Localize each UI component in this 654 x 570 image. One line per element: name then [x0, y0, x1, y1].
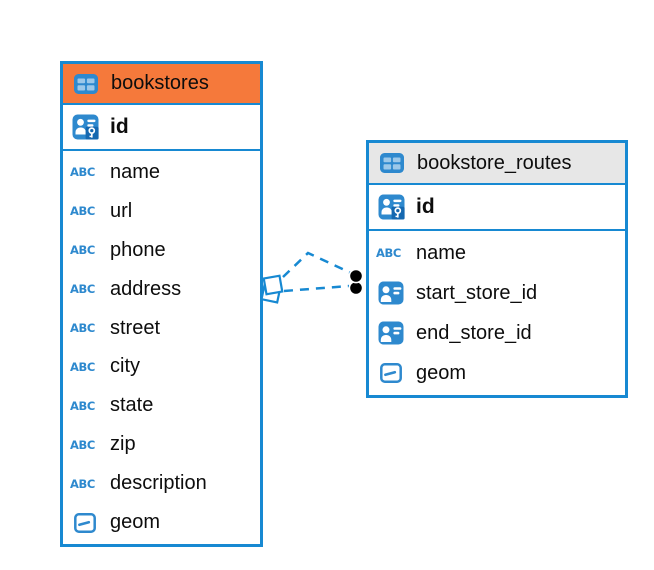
svg-text:ABC: ABC: [70, 477, 95, 491]
svg-text:ABC: ABC: [70, 360, 95, 374]
field-name: address: [110, 277, 182, 300]
table-icon: [70, 73, 102, 95]
field-row[interactable]: ABC: [63, 270, 260, 309]
field-row[interactable]: ABC: [369, 353, 625, 393]
table-bookstores[interactable]: bookstores id: [60, 61, 263, 547]
field-name: name: [416, 241, 467, 264]
id-card-reference-icon: [378, 321, 404, 345]
field-row[interactable]: ABC: [63, 153, 260, 192]
pk-row-bookstores-id[interactable]: id: [63, 105, 260, 151]
table-bookstore-routes-header[interactable]: bookstore_routes: [369, 143, 625, 185]
field-row[interactable]: ABC: [369, 273, 625, 313]
svg-text:ABC: ABC: [70, 243, 95, 257]
svg-text:ABC: ABC: [70, 204, 95, 218]
abc-text-field-icon: ABC: [70, 204, 100, 218]
field-name: state: [110, 394, 154, 417]
table-name: bookstores: [111, 72, 209, 94]
abc-text-field-icon: ABC: [70, 282, 100, 296]
field-list-bookstore-routes: ABC: [369, 231, 625, 395]
abc-text-field-icon: ABC: [70, 399, 100, 413]
svg-text:ABC: ABC: [70, 399, 95, 413]
abc-text-field-icon: ABC: [70, 321, 100, 335]
field-name: url: [110, 199, 133, 222]
field-row[interactable]: ABC: [63, 464, 260, 503]
abc-text-field-icon: ABC: [70, 360, 100, 374]
field-name: description: [110, 472, 207, 495]
pk-field-name: id: [416, 195, 435, 218]
abc-text-field-icon: ABC: [70, 477, 100, 491]
field-row[interactable]: ABC: [369, 233, 625, 273]
table-bookstore-routes[interactable]: bookstore_routes id: [366, 140, 628, 398]
field-name: start_store_id: [416, 281, 538, 304]
relationship-line-lower: [283, 284, 350, 293]
field-row[interactable]: ABC: [63, 425, 260, 464]
svg-text:ABC: ABC: [70, 165, 95, 179]
svg-text:ABC: ABC: [376, 246, 401, 260]
abc-text-field-icon: ABC: [376, 246, 406, 260]
svg-text:ABC: ABC: [70, 282, 95, 296]
stacked-squares-marker: [260, 274, 284, 304]
field-name: geom: [110, 511, 161, 534]
primary-key-id-icon: [69, 114, 101, 140]
double-black-dot-marker: [348, 268, 364, 296]
relationship-line-upper: [282, 251, 352, 278]
pk-field-name: id: [110, 115, 129, 138]
table-bookstores-header[interactable]: bookstores: [63, 64, 260, 105]
field-row[interactable]: ABC: [369, 313, 625, 353]
field-row[interactable]: ABC: [63, 192, 260, 231]
field-name: street: [110, 316, 161, 339]
field-name: name: [110, 160, 161, 183]
table-icon: [376, 152, 408, 174]
field-row[interactable]: ABC: [63, 231, 260, 270]
primary-key-id-icon: [375, 194, 407, 220]
geometry-field-icon: [380, 363, 402, 383]
field-name: city: [110, 355, 140, 378]
svg-text:ABC: ABC: [70, 438, 95, 452]
field-name: end_store_id: [416, 321, 532, 344]
field-row[interactable]: ABC: [63, 386, 260, 425]
field-name: zip: [110, 433, 136, 456]
id-card-reference-icon: [378, 281, 404, 305]
field-row[interactable]: ABC: [63, 309, 260, 348]
abc-text-field-icon: ABC: [70, 438, 100, 452]
abc-text-field-icon: ABC: [70, 165, 100, 179]
field-row[interactable]: ABC: [63, 503, 260, 542]
svg-text:ABC: ABC: [70, 321, 95, 335]
field-list-bookstores: ABC: [63, 151, 260, 544]
field-row[interactable]: ABC: [63, 348, 260, 387]
geometry-field-icon: [74, 512, 96, 533]
pk-row-bookstore-routes-id[interactable]: id: [369, 185, 625, 231]
table-name: bookstore_routes: [417, 151, 572, 174]
field-name: geom: [416, 361, 467, 384]
abc-text-field-icon: ABC: [70, 243, 100, 257]
field-name: phone: [110, 238, 166, 261]
